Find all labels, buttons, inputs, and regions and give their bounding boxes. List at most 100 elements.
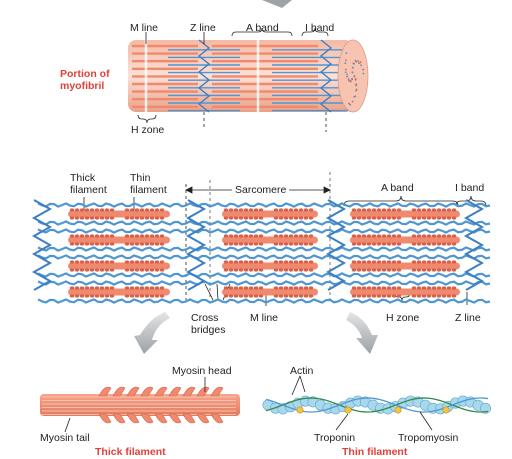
myosin-head [124, 242, 130, 246]
myosin-head [288, 260, 294, 264]
myosin-head [451, 286, 457, 290]
myosin-head [371, 268, 377, 272]
myosin-head [308, 242, 314, 246]
myosin-head [283, 268, 289, 272]
myosin-head [149, 260, 155, 264]
myosin-head [69, 216, 75, 220]
myosin-head [129, 234, 135, 238]
myosin-head [94, 260, 100, 264]
myosin-head [238, 216, 244, 220]
myosin-head [298, 208, 304, 212]
myosin-head [144, 294, 150, 298]
myosin-head [371, 234, 377, 238]
myosin-head [104, 260, 110, 264]
myosin-head [298, 242, 304, 246]
myosin-head [196, 413, 210, 424]
myosin-head [109, 242, 115, 246]
myosin-head [139, 234, 145, 238]
thick-filament [68, 262, 170, 270]
cyl-end-dot [346, 75, 348, 78]
myosin-head [361, 294, 367, 298]
myosin-head [451, 294, 457, 298]
myosin-head [441, 216, 447, 220]
myosin-head [99, 208, 105, 212]
myosin-head [376, 294, 382, 298]
myosin-head [99, 268, 105, 272]
myosin-head [366, 208, 372, 212]
myosin-head [258, 208, 264, 212]
myosin-head [351, 216, 357, 220]
cyl-end-dot [353, 62, 355, 65]
myosin-head [109, 260, 115, 264]
myosin-head [391, 286, 397, 290]
myosin-head [391, 208, 397, 212]
myosin-head [366, 242, 372, 246]
myosin-head [159, 208, 165, 212]
myosin-head [79, 260, 85, 264]
myosin-head [99, 242, 105, 246]
myosin-head [149, 234, 155, 238]
myosin-head [124, 268, 130, 272]
myosin-head [411, 260, 417, 264]
thin-filament [37, 220, 491, 226]
myosin-head [303, 234, 309, 238]
myosin-head [366, 294, 372, 298]
cyl-end-dot [352, 66, 354, 69]
myosin-head [69, 260, 75, 264]
myosin-head [436, 286, 442, 290]
myosin-head [154, 386, 168, 397]
myosin-head [79, 216, 85, 220]
myosin-head [238, 260, 244, 264]
myosin-head [446, 216, 452, 220]
top-annotations [137, 27, 329, 132]
myosin-head [248, 216, 254, 220]
myosin-head [293, 294, 299, 298]
myosin-head [124, 286, 130, 290]
cyl-end-dot [354, 78, 357, 81]
thin-filament [37, 298, 491, 304]
myosin-head [441, 208, 447, 212]
cyl-end-dot [345, 68, 347, 71]
myosin-head [89, 268, 95, 272]
myosin-head [303, 242, 309, 246]
myosin-head [416, 208, 422, 212]
myosin-head [238, 242, 244, 246]
myosin-head [74, 260, 80, 264]
myosin-head [416, 294, 422, 298]
myosin-head [243, 216, 249, 220]
myosin-head [386, 294, 392, 298]
myosin-head [139, 294, 145, 298]
myosin-head [351, 268, 357, 272]
myosin-head [361, 234, 367, 238]
myosin-head [298, 216, 304, 220]
myosin-head [74, 294, 80, 298]
myosin-head [381, 208, 387, 212]
myosin-head [253, 216, 259, 220]
myosin-head [451, 216, 457, 220]
zoom-arrow-thick [134, 312, 170, 354]
myosin-head [293, 234, 299, 238]
myosin-head [238, 268, 244, 272]
myosin-head [109, 208, 115, 212]
myosin-head [451, 234, 457, 238]
myosin-head [436, 216, 442, 220]
myosin-head [258, 286, 264, 290]
myosin-head [431, 268, 437, 272]
myosin-head [159, 294, 165, 298]
myosin-head [258, 234, 264, 238]
myosin-head [154, 234, 160, 238]
myosin-head [159, 286, 165, 290]
myosin-head [98, 386, 112, 397]
z-line [325, 199, 347, 291]
myosin-head [94, 286, 100, 290]
myosin-head [351, 234, 357, 238]
myosin-head [134, 234, 140, 238]
myosin-head [228, 260, 234, 264]
myosin-head [258, 294, 264, 298]
thick-filament-label-2: filament [70, 184, 107, 196]
myosin-head [140, 413, 154, 424]
myosin-head [84, 260, 90, 264]
cylinder-filaments [132, 39, 352, 113]
myosin-head [288, 216, 294, 220]
thin-filament [37, 280, 491, 286]
